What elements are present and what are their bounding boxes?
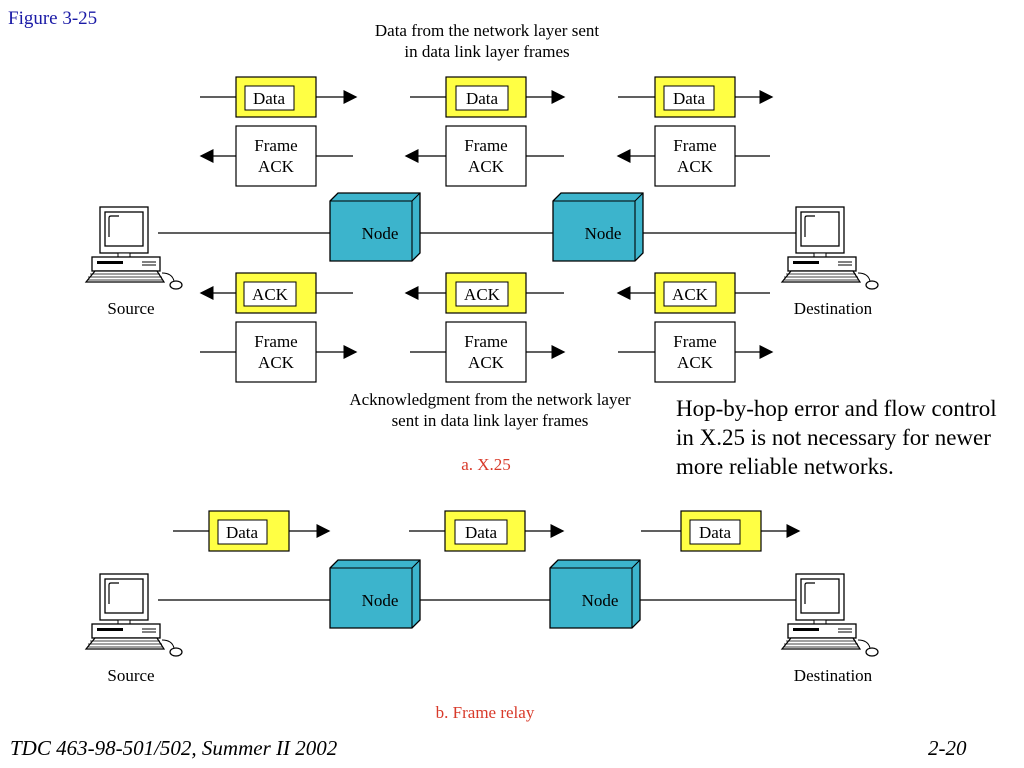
- x25-top-caption-line: in data link layer frames: [404, 42, 570, 61]
- ack-label: ACK: [464, 285, 501, 304]
- ack-label: ACK: [252, 285, 289, 304]
- frame-ack-label-line2: ACK: [677, 353, 714, 372]
- ack-frame: ACK: [199, 272, 353, 314]
- x25-bottom-caption-line: Acknowledgment from the network layer: [349, 390, 631, 409]
- node-1: Node: [329, 559, 421, 629]
- source-computer-icon: [85, 573, 183, 657]
- frame-ack-label-line2: ACK: [468, 353, 505, 372]
- frame-ack: Frame ACK: [618, 321, 774, 383]
- x25-bottom-caption: Acknowledgment from the network layer se…: [325, 389, 655, 431]
- frame-ack-label-line2: ACK: [677, 157, 714, 176]
- figure-label: Figure 3-25: [8, 8, 98, 29]
- frame-ack: Frame ACK: [199, 125, 353, 187]
- node-label: Node: [582, 591, 619, 610]
- x25-top-caption: Data from the network layer sent in data…: [330, 20, 644, 62]
- frame-ack-label-line2: ACK: [258, 157, 295, 176]
- ack-frame: ACK: [404, 272, 564, 314]
- frame-ack-label-line2: ACK: [258, 353, 295, 372]
- frame-ack-label-line2: ACK: [468, 157, 505, 176]
- footer-course: TDC 463-98-501/502, Summer II 2002: [10, 736, 338, 760]
- frame-relay-diagram: Source Destination Node Node Data: [85, 510, 879, 685]
- frame-ack: Frame ACK: [616, 125, 770, 187]
- x25-bottom-caption-line: sent in data link layer frames: [391, 411, 589, 430]
- frame-ack-label-line1: Frame: [464, 136, 507, 155]
- data-label: Data: [699, 523, 732, 542]
- frame-ack: Frame ACK: [200, 321, 358, 383]
- destination-computer-icon: [781, 206, 879, 290]
- frame-ack: Frame ACK: [410, 321, 566, 383]
- destination-label: Destination: [794, 299, 873, 318]
- data-label: Data: [673, 89, 706, 108]
- data-label: Data: [465, 523, 498, 542]
- source-label: Source: [107, 299, 154, 318]
- data-label: Data: [226, 523, 259, 542]
- x25-frame-ack-row-lower: Frame ACK Frame ACK Frame ACK: [200, 321, 774, 383]
- source-computer-icon: [85, 206, 183, 290]
- x25-top-caption-line: Data from the network layer sent: [374, 21, 600, 40]
- x25-data-row: Data Data Data: [200, 76, 774, 118]
- data-frame: Data: [173, 510, 331, 552]
- node-2: Node: [549, 559, 641, 629]
- source-label: Source: [107, 666, 154, 685]
- data-frame: Data: [200, 76, 358, 118]
- x25-diagram: Source Destination Node Node Data: [85, 76, 879, 383]
- node-2: Node: [552, 192, 644, 262]
- x25-diagram-label: a. X.25: [461, 455, 511, 474]
- data-frame: Data: [618, 76, 774, 118]
- data-frame: Data: [409, 510, 565, 552]
- node-label: Node: [362, 224, 399, 243]
- frame-ack: Frame ACK: [404, 125, 564, 187]
- data-frame: Data: [410, 76, 566, 118]
- footer-page-number: 2-20: [928, 736, 967, 760]
- ack-label: ACK: [672, 285, 709, 304]
- destination-computer-icon: [781, 573, 879, 657]
- frame-relay-diagram-label: b. Frame relay: [435, 703, 535, 722]
- data-label: Data: [466, 89, 499, 108]
- destination-label: Destination: [794, 666, 873, 685]
- ack-frame: ACK: [616, 272, 770, 314]
- frame-relay-data-row: Data Data Data: [173, 510, 801, 552]
- x25-frame-ack-row-upper: Frame ACK Frame ACK Frame ACK: [199, 125, 770, 187]
- note-text: Hop-by-hop error and flow control in X.2…: [676, 396, 997, 479]
- node-label: Node: [585, 224, 622, 243]
- node-1: Node: [329, 192, 421, 262]
- frame-ack-label-line1: Frame: [673, 332, 716, 351]
- data-frame: Data: [641, 510, 801, 552]
- frame-ack-label-line1: Frame: [673, 136, 716, 155]
- frame-ack-label-line1: Frame: [254, 332, 297, 351]
- data-label: Data: [253, 89, 286, 108]
- node-label: Node: [362, 591, 399, 610]
- frame-ack-label-line1: Frame: [254, 136, 297, 155]
- frame-ack-label-line1: Frame: [464, 332, 507, 351]
- x25-ack-row: ACK ACK ACK: [199, 272, 770, 314]
